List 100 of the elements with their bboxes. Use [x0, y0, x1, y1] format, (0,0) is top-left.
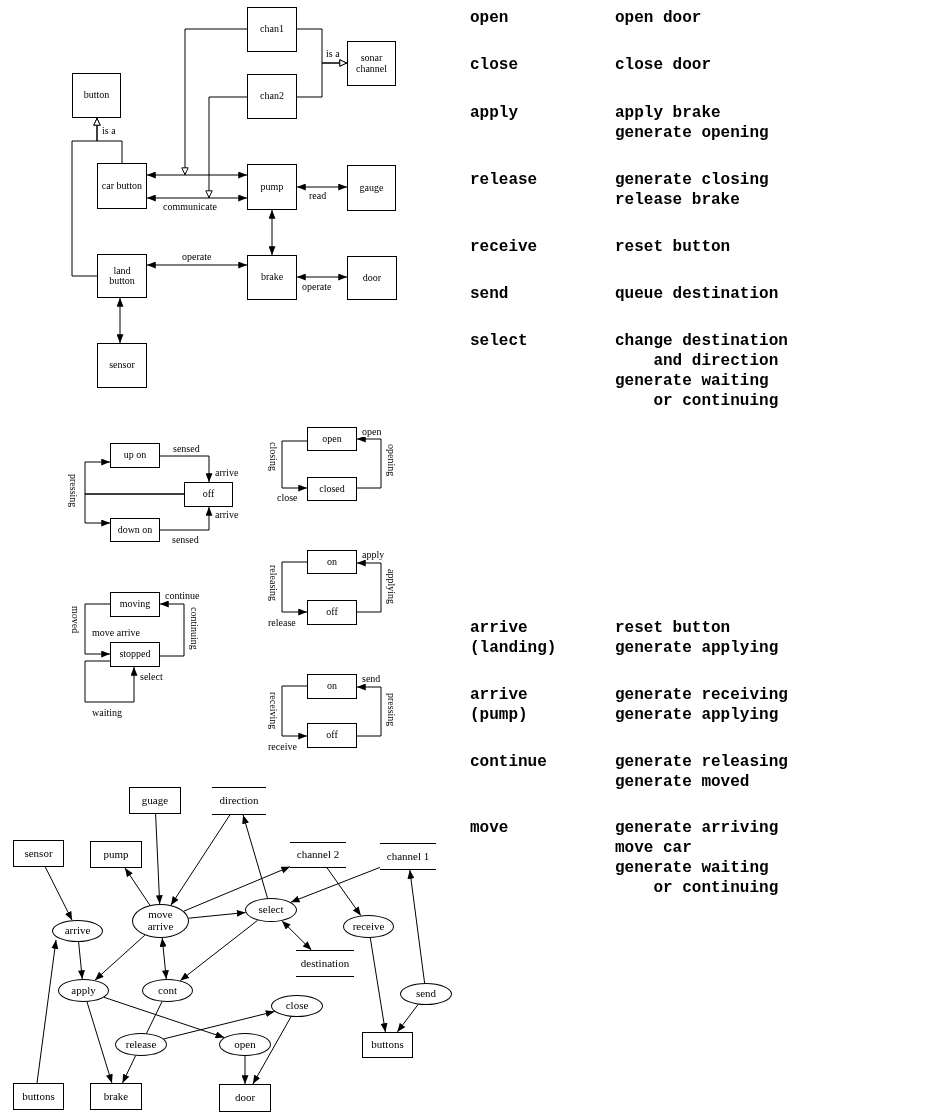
state-box: stopped	[110, 642, 160, 667]
edge-label: applying	[386, 569, 397, 604]
action-text: generate waiting or continuing	[615, 858, 780, 898]
action-text: apply brake	[615, 103, 722, 123]
arrow	[159, 455, 213, 483]
state-box: moving	[110, 592, 160, 617]
arrow	[155, 813, 163, 905]
arrow	[407, 869, 426, 984]
action-text: close door	[615, 55, 712, 75]
arrow	[281, 685, 308, 740]
arrow	[77, 941, 85, 980]
double-arrow	[296, 183, 348, 191]
class-box: land button	[97, 254, 147, 298]
process-box: buttons	[362, 1032, 413, 1058]
event-name: arrive (landing)	[470, 618, 558, 658]
action-text: reset button	[615, 237, 732, 257]
state-box: on	[307, 674, 357, 699]
edge-label: continuing	[189, 607, 200, 650]
action-text: release brake	[615, 190, 741, 210]
data-store: channel 1	[380, 843, 436, 870]
arrow	[241, 1055, 249, 1085]
double-arrow	[116, 297, 124, 344]
event-label: move arrive	[92, 627, 141, 638]
edge-label: pressing	[68, 474, 79, 508]
arrow	[281, 440, 308, 492]
event-name: open	[470, 8, 510, 28]
edge-label: receiving	[268, 692, 279, 730]
process-ellipse: cont	[142, 979, 193, 1002]
arrow	[124, 867, 151, 906]
class-box: brake	[247, 255, 297, 300]
class-box: chan1	[247, 7, 297, 52]
edge-label: opening	[386, 444, 397, 477]
process-ellipse: apply	[58, 979, 109, 1002]
connector-line	[146, 1001, 163, 1034]
arrow	[94, 934, 146, 981]
class-box: car button	[97, 163, 147, 209]
edge-label: read	[309, 190, 327, 201]
double-arrow	[268, 209, 276, 256]
process-box: pump	[90, 841, 142, 868]
arrow	[179, 919, 259, 982]
double-arrow	[146, 261, 248, 269]
arrow	[369, 937, 388, 1033]
class-box: sonar channel	[347, 41, 396, 86]
event-name: release	[470, 170, 539, 190]
process-ellipse: select	[245, 898, 297, 922]
edge-label: operate	[302, 281, 332, 292]
double-arrow	[281, 920, 312, 951]
process-ellipse: open	[219, 1033, 271, 1056]
edge-label: operate	[182, 251, 212, 262]
edge-label: communicate	[163, 201, 217, 212]
process-box: sensor	[13, 840, 64, 867]
edge-label: is a	[102, 125, 116, 136]
arrow	[356, 435, 382, 489]
arrow	[281, 561, 308, 616]
data-store: channel 2	[290, 842, 346, 868]
arrow	[356, 559, 382, 613]
process-ellipse: receive	[343, 915, 394, 938]
edge-label: is a	[326, 48, 340, 59]
class-box: button	[72, 73, 121, 118]
process-box: brake	[90, 1083, 142, 1110]
class-box: door	[347, 256, 397, 300]
class-box: gauge	[347, 165, 396, 211]
arrow	[252, 1016, 292, 1085]
action-text: generate receiving	[615, 685, 789, 705]
arrow	[170, 814, 231, 906]
arrow	[183, 866, 291, 912]
state-box: off	[307, 600, 357, 625]
arrow	[84, 660, 138, 703]
event-name: arrive (pump)	[470, 685, 529, 725]
action-text: generate applying	[615, 638, 780, 658]
action-text: generate opening	[615, 123, 770, 143]
arrow	[103, 996, 225, 1039]
arrow	[86, 1001, 113, 1084]
arrow	[36, 939, 59, 1084]
edge-label: moved	[70, 606, 81, 634]
state-box: on	[307, 550, 357, 574]
process-ellipse: arrive	[52, 920, 103, 942]
double-arrow	[296, 273, 348, 281]
event-label: continue	[165, 590, 200, 601]
arrow	[188, 909, 247, 919]
action-text: open door	[615, 8, 703, 28]
class-box: pump	[247, 164, 297, 210]
arrow	[396, 1004, 419, 1033]
process-box: buttons	[13, 1083, 64, 1110]
arrow	[163, 1010, 275, 1040]
process-box: guage	[129, 787, 181, 814]
action-text: generate moved	[615, 772, 751, 792]
event-name: close	[470, 55, 519, 75]
action-text: generate applying	[615, 705, 780, 725]
class-box: sensor	[97, 343, 147, 388]
state-box: closed	[307, 477, 357, 501]
arrow	[122, 1055, 137, 1084]
inheritance-arrow	[181, 28, 248, 176]
state-box: up on	[110, 443, 160, 468]
event-name: receive	[470, 237, 539, 257]
class-box: chan2	[247, 74, 297, 119]
process-ellipse: send	[400, 983, 452, 1005]
process-box: door	[219, 1084, 271, 1112]
event-name: move	[470, 818, 510, 838]
action-text: generate arriving	[615, 818, 780, 838]
